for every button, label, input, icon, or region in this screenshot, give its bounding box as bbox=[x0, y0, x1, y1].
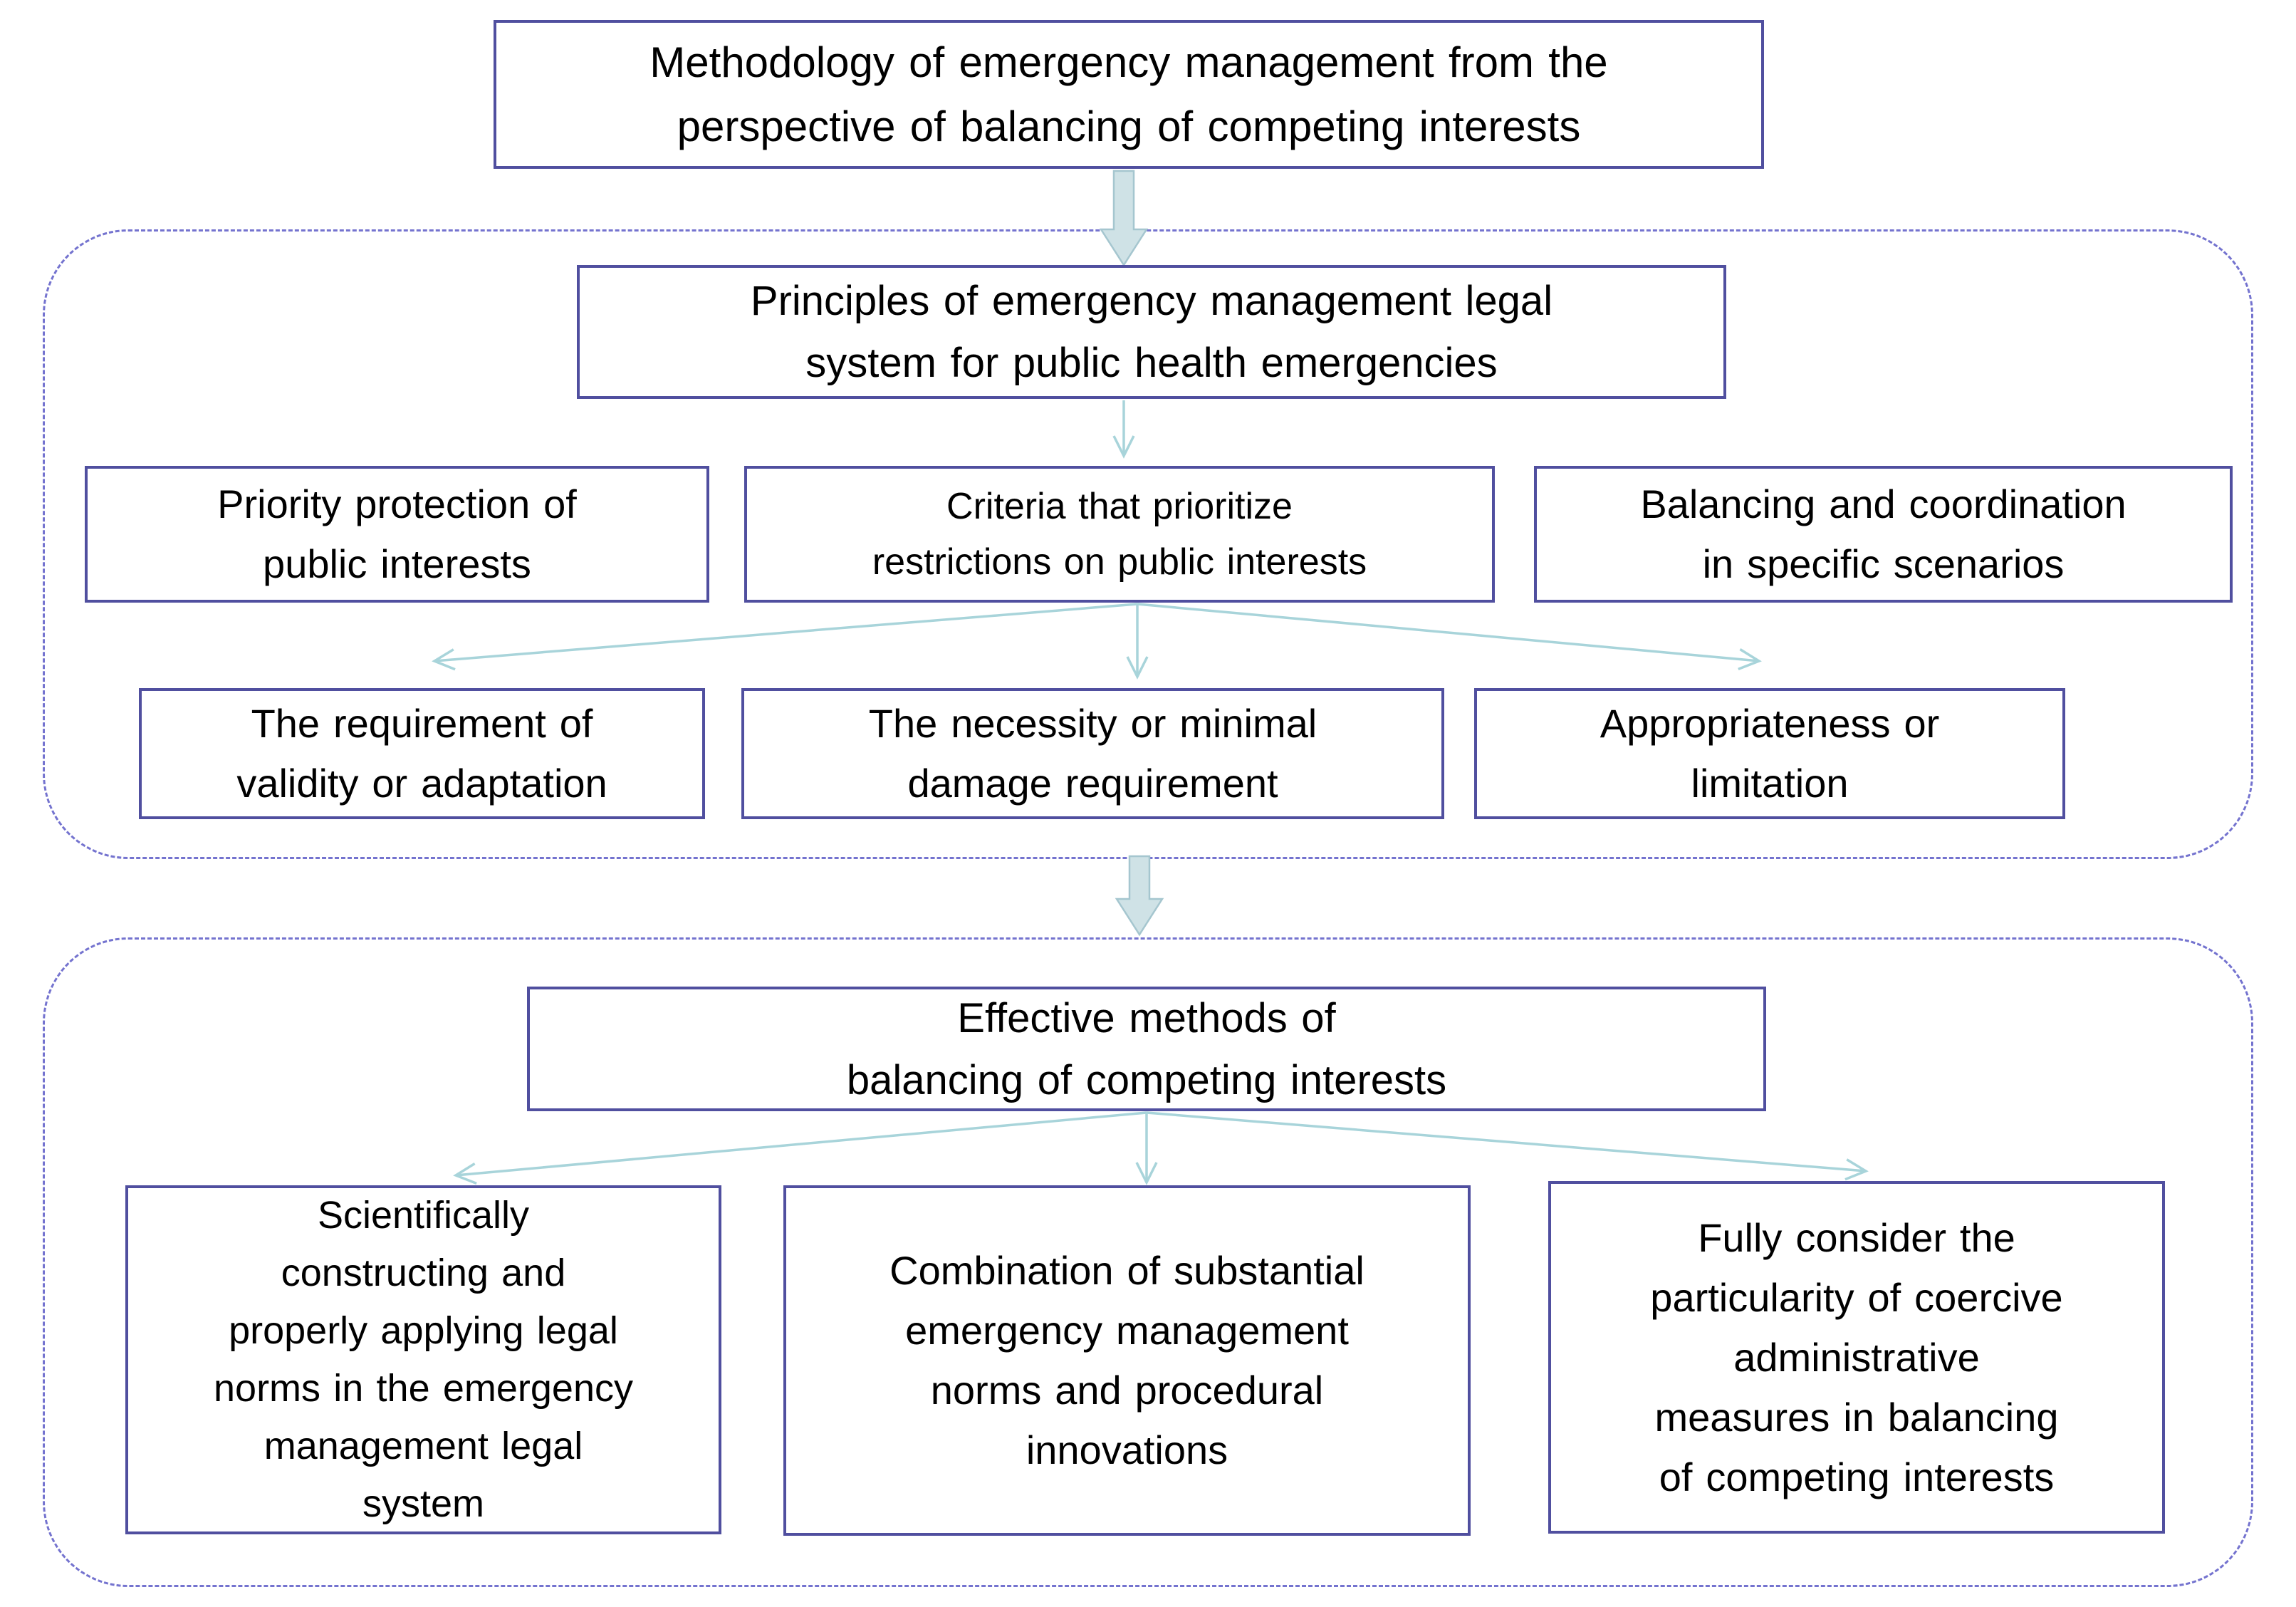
node-combination-norms: Combination of substantial emergency man… bbox=[783, 1185, 1471, 1536]
node-priority-protection-label: Priority protection of public interests bbox=[217, 482, 577, 586]
node-methodology: Methodology of emergency management from… bbox=[494, 20, 1764, 169]
node-effective-methods-label: Effective methods of balancing of compet… bbox=[846, 994, 1447, 1103]
node-coercive-measures-label: Fully consider the particularity of coer… bbox=[1650, 1215, 2063, 1499]
node-methodology-label: Methodology of emergency management from… bbox=[649, 38, 1608, 150]
node-constructing-norms-label: Scientifically constructing and properly… bbox=[214, 1194, 633, 1525]
node-priority-protection: Priority protection of public interests bbox=[85, 466, 709, 603]
methods-group-container bbox=[43, 937, 2253, 1587]
node-validity-requirement-label: The requirement of validity or adaptatio… bbox=[236, 701, 607, 806]
node-appropriateness-label: Appropriateness or limitation bbox=[1600, 701, 1940, 806]
node-criteria-label: Criteria that prioritize restrictions on… bbox=[872, 486, 1367, 583]
node-principles: Principles of emergency management legal… bbox=[577, 265, 1726, 399]
thick-arrow-principles-group-to-methods-group bbox=[1115, 855, 1164, 937]
node-balancing-coordination-label: Balancing and coordination in specific s… bbox=[1640, 482, 2127, 586]
node-criteria: Criteria that prioritize restrictions on… bbox=[744, 466, 1495, 603]
node-combination-norms-label: Combination of substantial emergency man… bbox=[889, 1248, 1364, 1472]
node-necessity-requirement-label: The necessity or minimal damage requirem… bbox=[868, 701, 1317, 806]
node-necessity-requirement: The necessity or minimal damage requirem… bbox=[741, 688, 1444, 819]
node-coercive-measures: Fully consider the particularity of coer… bbox=[1548, 1181, 2165, 1534]
node-constructing-norms: Scientifically constructing and properly… bbox=[125, 1185, 721, 1534]
node-balancing-coordination: Balancing and coordination in specific s… bbox=[1534, 466, 2233, 603]
node-effective-methods: Effective methods of balancing of compet… bbox=[527, 987, 1766, 1111]
node-validity-requirement: The requirement of validity or adaptatio… bbox=[139, 688, 705, 819]
node-principles-label: Principles of emergency management legal… bbox=[750, 278, 1553, 386]
node-appropriateness: Appropriateness or limitation bbox=[1474, 688, 2065, 819]
